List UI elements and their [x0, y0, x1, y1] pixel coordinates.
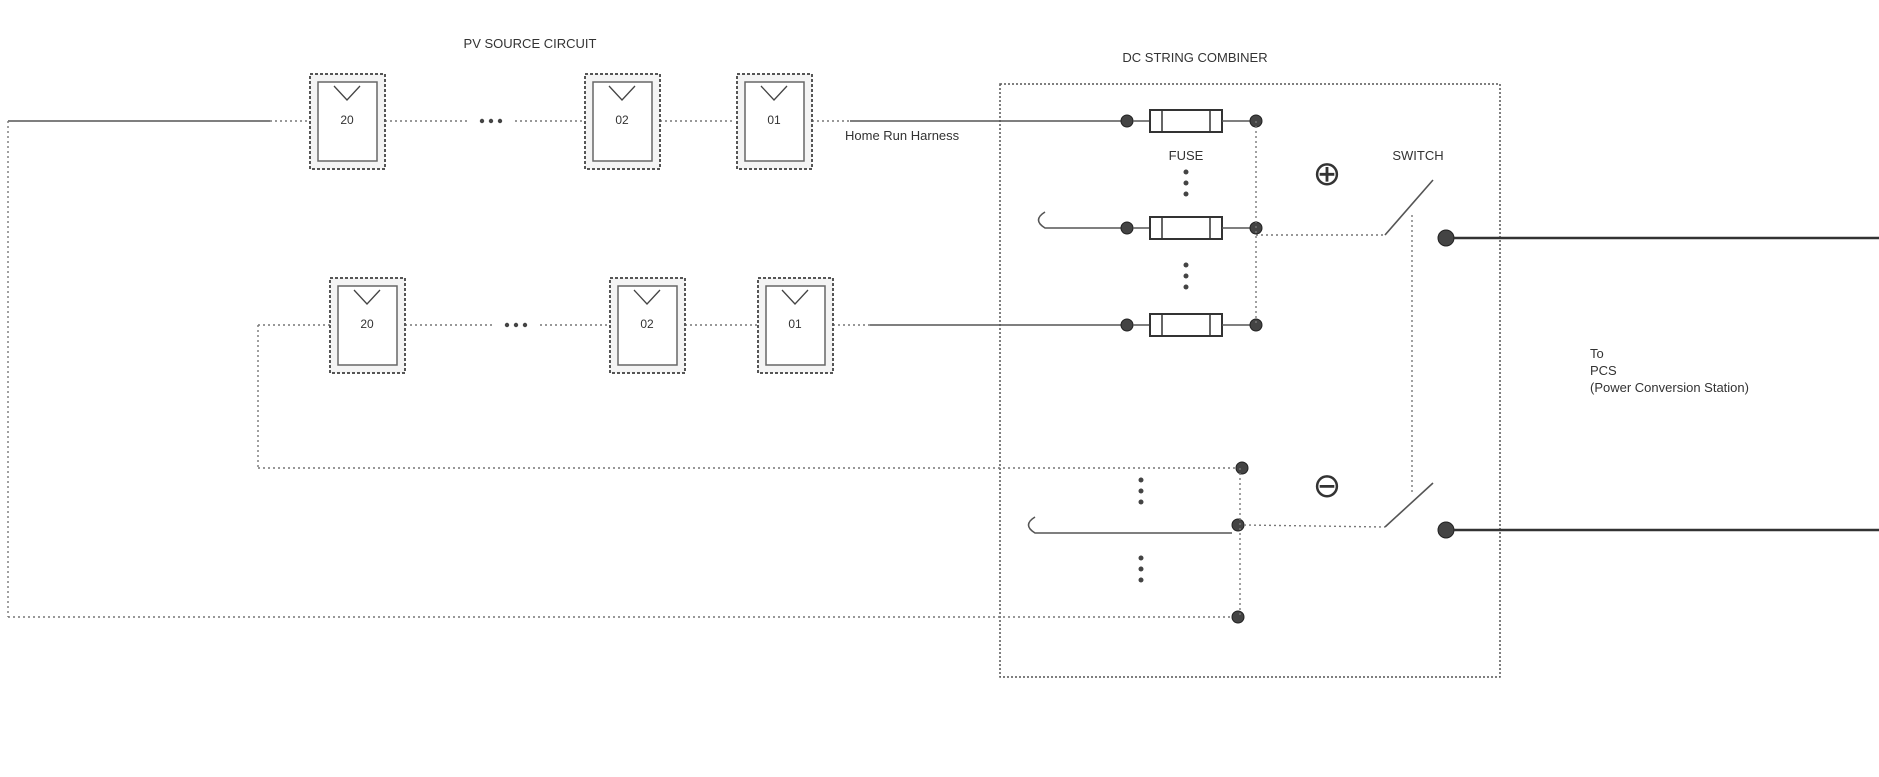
pv-module-01: 01 — [737, 74, 812, 169]
pv-string-2: 20 02 01 — [258, 278, 1242, 468]
pv-module-01: 01 — [758, 278, 833, 373]
negative-symbol: ⊖ — [1313, 467, 1342, 505]
fuse-3 — [1121, 314, 1262, 336]
home-run-harness-label: Home Run Harness — [845, 128, 960, 143]
to-label: To — [1590, 346, 1604, 361]
power-conversion-station-label: (Power Conversion Station) — [1590, 380, 1749, 395]
fuse-label: FUSE — [1169, 148, 1204, 163]
disconnect-switch — [1385, 180, 1879, 538]
module-label: 02 — [640, 317, 654, 331]
pv-module-02: 02 — [585, 74, 660, 169]
module-label: 20 — [340, 113, 354, 127]
module-label: 02 — [615, 113, 629, 127]
combiner-box — [1000, 84, 1500, 677]
module-label: 20 — [360, 317, 374, 331]
pv-module-20: 20 — [310, 74, 385, 169]
pv-source-circuit-title: PV SOURCE CIRCUIT — [464, 36, 597, 51]
to-pcs-label: To PCS (Power Conversion Station) — [1590, 346, 1749, 395]
pv-module-02: 02 — [610, 278, 685, 373]
fuse-1 — [1121, 110, 1262, 132]
pv-module-20: 20 — [330, 278, 405, 373]
pcs-label: PCS — [1590, 363, 1617, 378]
positive-symbol: ⊕ — [1313, 155, 1342, 193]
module-label: 01 — [767, 113, 781, 127]
dc-string-combiner-title: DC STRING COMBINER — [1122, 50, 1267, 65]
fuse-bank: FUSE — [1039, 110, 1386, 336]
module-label: 01 — [788, 317, 802, 331]
switch-label: SWITCH — [1392, 148, 1443, 163]
fuse-2 — [1039, 212, 1263, 239]
